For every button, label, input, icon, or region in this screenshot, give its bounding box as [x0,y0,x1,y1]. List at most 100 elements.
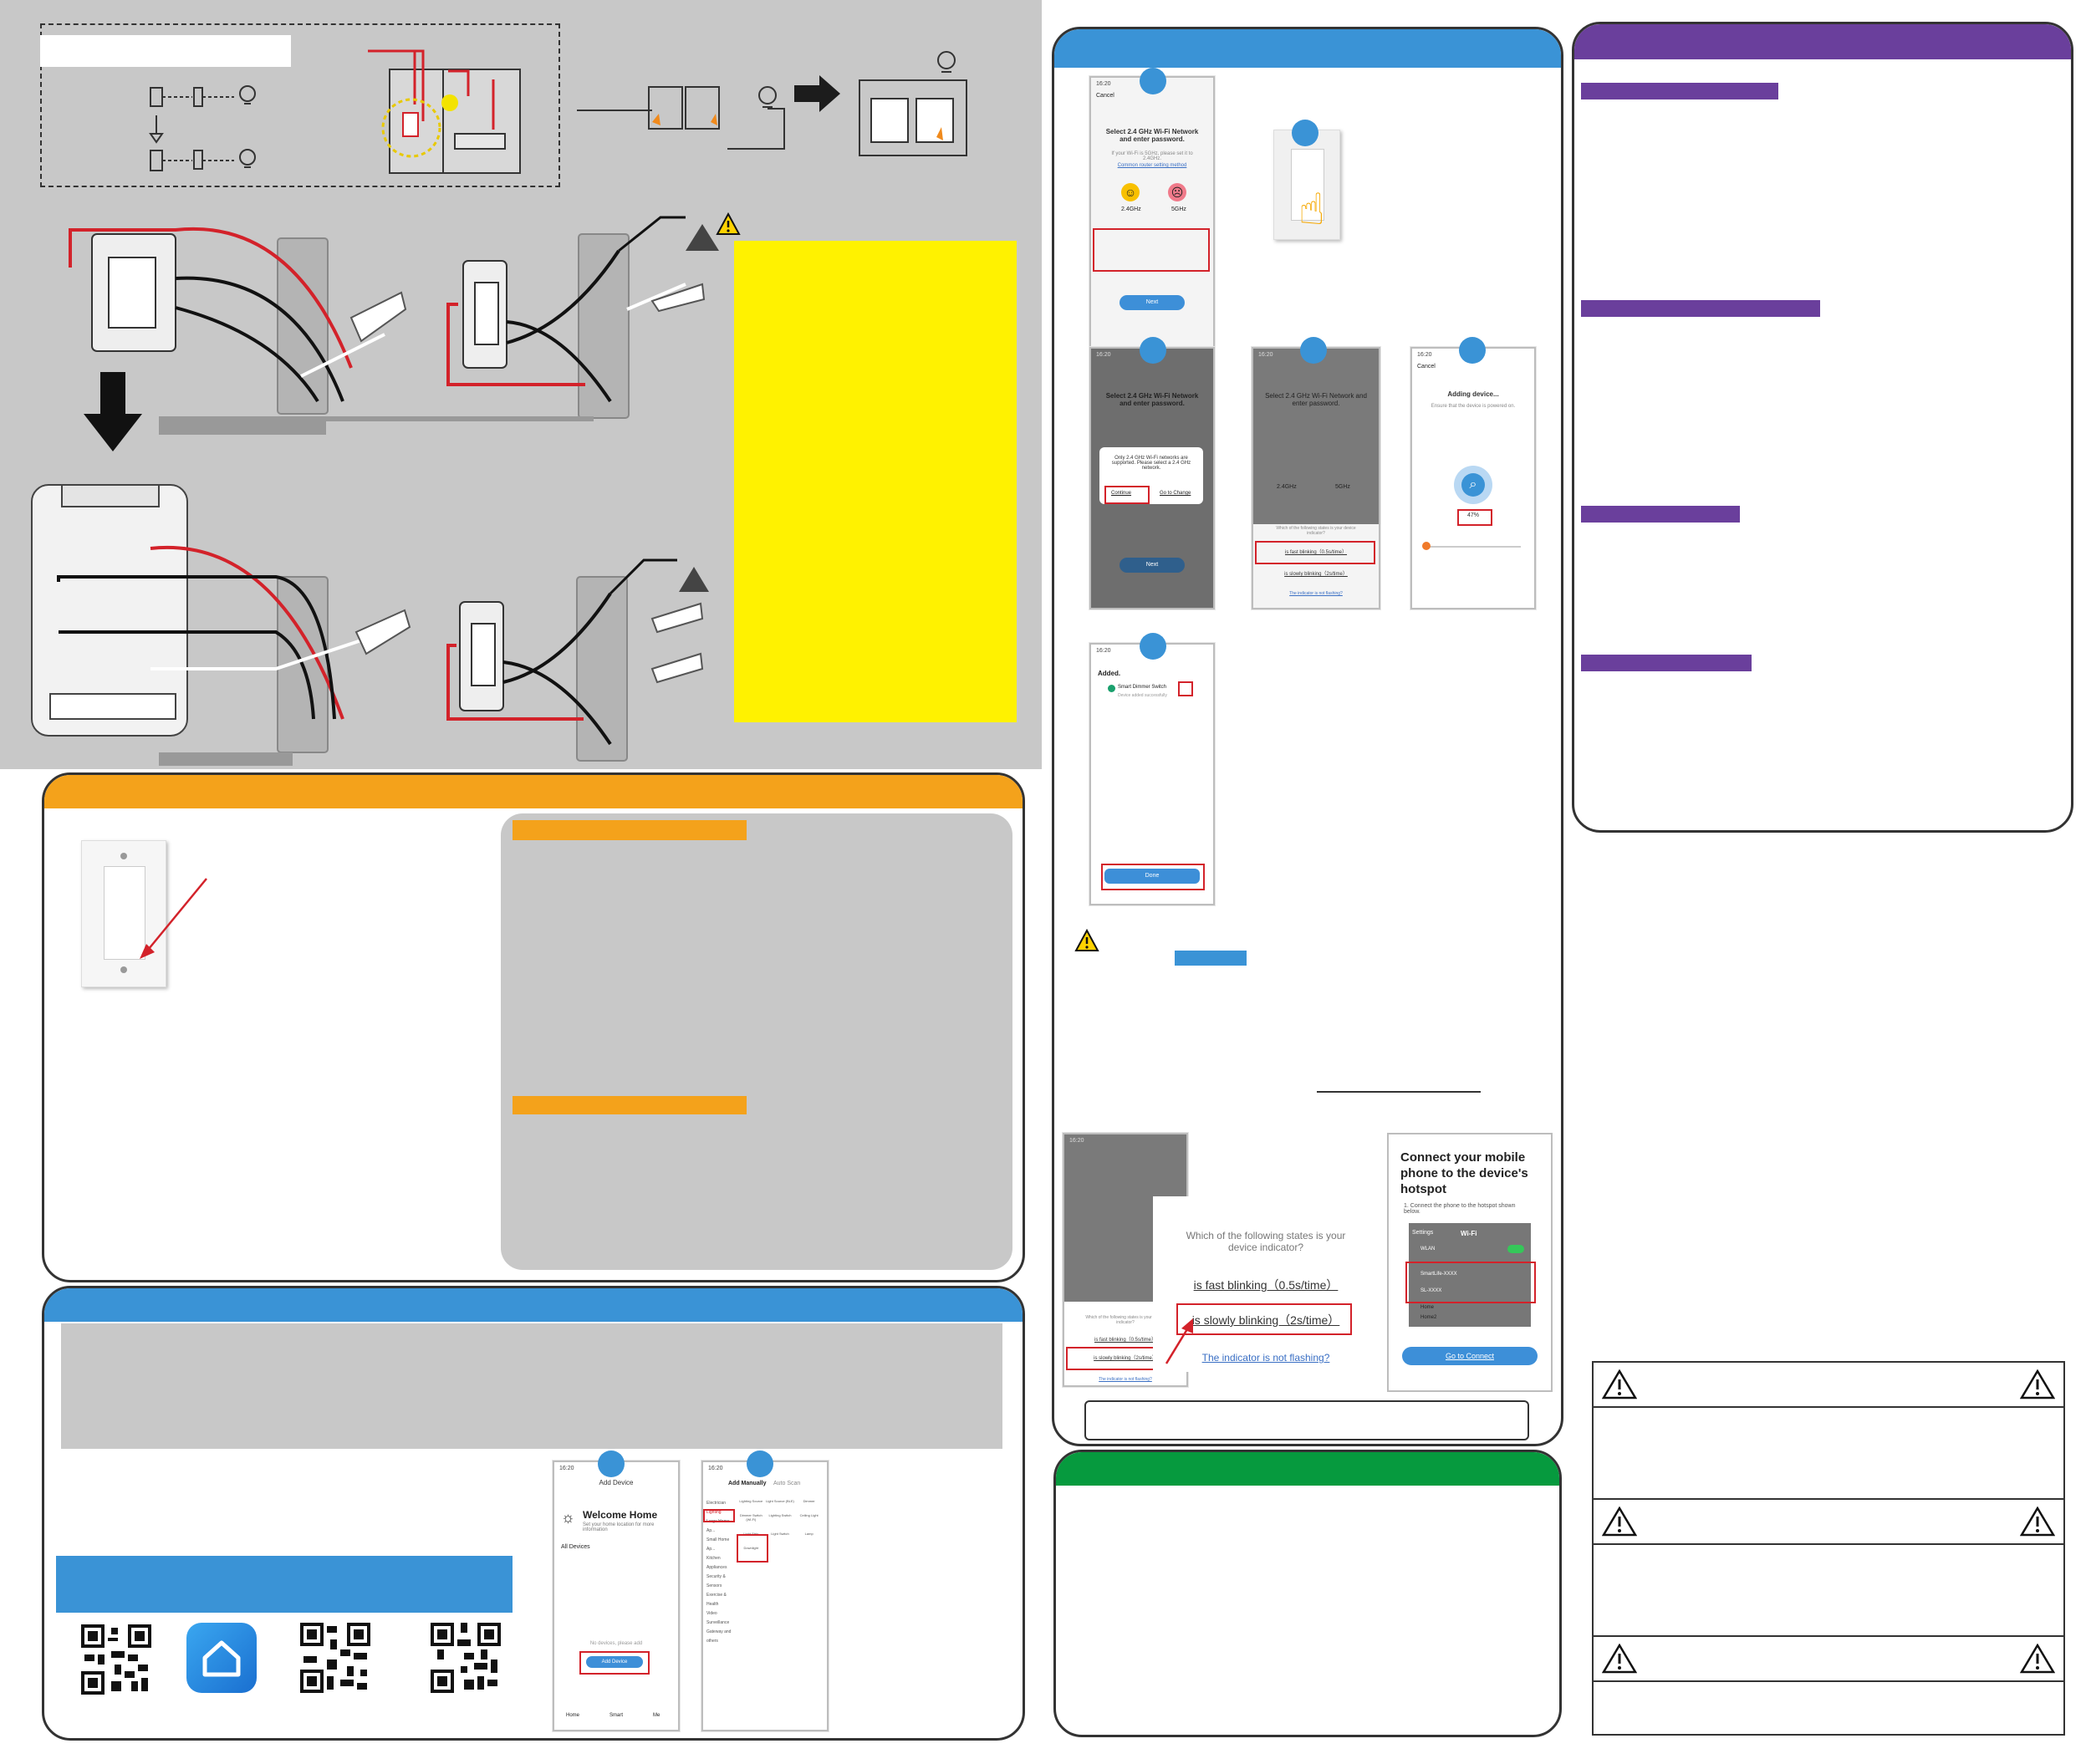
done-button[interactable]: Done [1104,869,1200,884]
fast-blinking-option[interactable]: is fast blinking（0.5s/time） [1284,550,1348,555]
category-list: Electrician Lighting Large Home Ap... Sm… [706,1501,732,1644]
zoom-arrow [1165,1318,1193,1364]
check-icon [1108,685,1115,692]
not-flashing-link[interactable]: The indicator is not flashing? [1201,1352,1330,1364]
welcome-home-screen: 16:20 Add Device ☼ Welcome Home Set your… [553,1461,680,1731]
not-flashing-link[interactable]: The indicator is not flashing? [1289,591,1343,596]
edit-name-button[interactable] [1178,681,1193,696]
wifi-toggle[interactable] [1507,1245,1524,1253]
warning-icon [2020,1644,2055,1674]
slow-blinking-option[interactable]: is slowly blinking（2s/time） [1284,572,1348,577]
add-manually-screen: 16:20 Add Manually Auto Scan Electrician… [701,1461,829,1731]
purple-panel-header [1574,24,2071,59]
continue-button[interactable]: Continue [1111,491,1132,496]
download-blue-bar [56,1556,513,1613]
bad-band-icon: ☹ [1168,183,1186,201]
smart-life-app-icon [186,1623,257,1693]
adding-device-screen: 16:20 Cancel Adding device... Ensure tha… [1410,347,1536,609]
go-to-change-button[interactable]: Go to Change [1160,491,1191,496]
add-device-button[interactable]: Add Device [586,1656,643,1668]
settings-back: Settings [1412,1230,1434,1236]
switch-icon [1273,130,1340,240]
all-devices-label: All Devices [561,1544,590,1550]
pairing-panel-header [1054,29,1561,68]
ssid-row-2[interactable]: SL-XXXX [1420,1288,1442,1293]
cancel-button[interactable]: Cancel [1096,93,1114,99]
yellow-note-box [734,241,1017,722]
go-to-connect-button[interactable]: Go to Connect [1402,1347,1538,1365]
router-setting-link[interactable]: Common router setting method [1117,163,1187,168]
warning-icon [1602,1507,1637,1537]
fast-blinking-option[interactable]: is fast blinking（0.5s/time） [1094,1338,1157,1343]
tab-add-manually[interactable]: Add Manually [728,1481,767,1486]
step-dot [1459,337,1486,364]
nav-title: Add Device [599,1479,634,1486]
three-way-schematic [149,85,256,171]
good-band-icon: ☺ [1121,183,1140,201]
connect-step: 1. Connect the phone to the hotspot show… [1404,1203,1516,1215]
purple-panel [1572,22,2073,833]
slow-blinking-option[interactable]: is slowly blinking（2s/time） [1094,1356,1157,1361]
underline-rule [1317,1091,1481,1093]
qr-code-icon [81,1624,151,1695]
qr-code-icon [300,1623,370,1693]
network-warning-screen: 16:20 Select 2.4 GHz Wi-Fi Network and e… [1089,347,1215,609]
other-network-1[interactable]: Home [1420,1305,1435,1310]
wifi-setup-screen: 16:20 Cancel Select 2.4 GHz Wi-Fi Networ… [1089,76,1215,350]
next-button[interactable]: Next [1120,558,1185,573]
tab-smart[interactable]: Smart [609,1713,624,1718]
warning-icon [2020,1369,2055,1399]
step-dot [1140,633,1166,660]
adding-subtitle: Ensure that the device is powered on. [1431,404,1516,409]
wifi-title: Select 2.4 GHz Wi-Fi Network and enter p… [1265,392,1367,407]
wifi-title: Select 2.4 GHz Wi-Fi Network and enter p… [1105,392,1199,407]
wifi-settings-screenshot: Settings Wi-Fi WLAN SmartLife-XXXX SL-XX… [1409,1223,1531,1327]
band-good-label: 2.4GHz [1121,206,1141,212]
tab-auto-scan[interactable]: Auto Scan [773,1481,801,1486]
switch-replacement-diagram [577,51,967,156]
adding-title: Adding device... [1447,390,1499,398]
not-flashing-link[interactable]: The indicator is not flashing? [1099,1377,1152,1382]
fast-blinking-option[interactable]: is fast blinking（0.5s/time） [1193,1278,1339,1292]
other-network-2[interactable]: Home2 [1420,1315,1437,1320]
bulb-icon [758,86,777,108]
green-panel [1053,1450,1562,1737]
device-grid: Lighting Source Light Source (BLE) Dimme… [739,1499,819,1550]
warning-box-3 [1592,1635,2065,1736]
arrow-right-icon [794,75,840,112]
band-bad-label: 5GHz [1335,484,1350,490]
slow-blinking-option[interactable]: is slowly blinking（2s/time） [1191,1313,1340,1327]
band-bad-label: 5GHz [1171,206,1186,212]
connect-hotspot-card: Connect your mobile phone to the device'… [1387,1133,1553,1392]
warning-icon [1074,929,1099,951]
notice-gray-box [61,1323,1002,1449]
warning-icon [1602,1369,1637,1399]
green-panel-header [1056,1452,1559,1486]
tab-me[interactable]: Me [653,1713,660,1718]
section-bar-2 [513,1096,747,1114]
cancel-button[interactable]: Cancel [1417,364,1436,370]
purple-section-bar-1 [1581,83,1778,99]
warning-icon [716,212,741,235]
three-way-diagram-box [40,23,560,187]
progress-start-dot [1422,542,1431,550]
indicator-question: Which of the following states is your de… [1186,1230,1346,1253]
tab-home[interactable]: Home [566,1713,580,1718]
next-button[interactable]: Next [1120,295,1185,310]
indicator-state-screen: 16:20 Select 2.4 GHz Wi-Fi Network and e… [1252,347,1380,609]
wifi-credentials-box[interactable] [1093,228,1210,272]
qr-code-icon [431,1623,501,1693]
welcome-title: Welcome Home [583,1509,658,1521]
step-dot [598,1450,625,1477]
ssid-row-1[interactable]: SmartLife-XXXX [1420,1272,1457,1277]
sun-icon: ☼ [561,1509,575,1526]
added-title: Added. [1098,670,1121,677]
no-devices-label: No devices, please add [589,1641,643,1646]
note-highlight-bar [1175,951,1247,966]
device-added-note: Device added successfully [1118,693,1167,698]
bulb-icon [937,51,956,73]
step-dot [747,1450,773,1477]
wire-nut-icon [650,602,704,634]
device-added-screen: 16:20 Added. Smart Dimmer Switch Device … [1089,643,1215,905]
app-pairing-panel: 16:20 Cancel Select 2.4 GHz Wi-Fi Networ… [1052,27,1563,1446]
